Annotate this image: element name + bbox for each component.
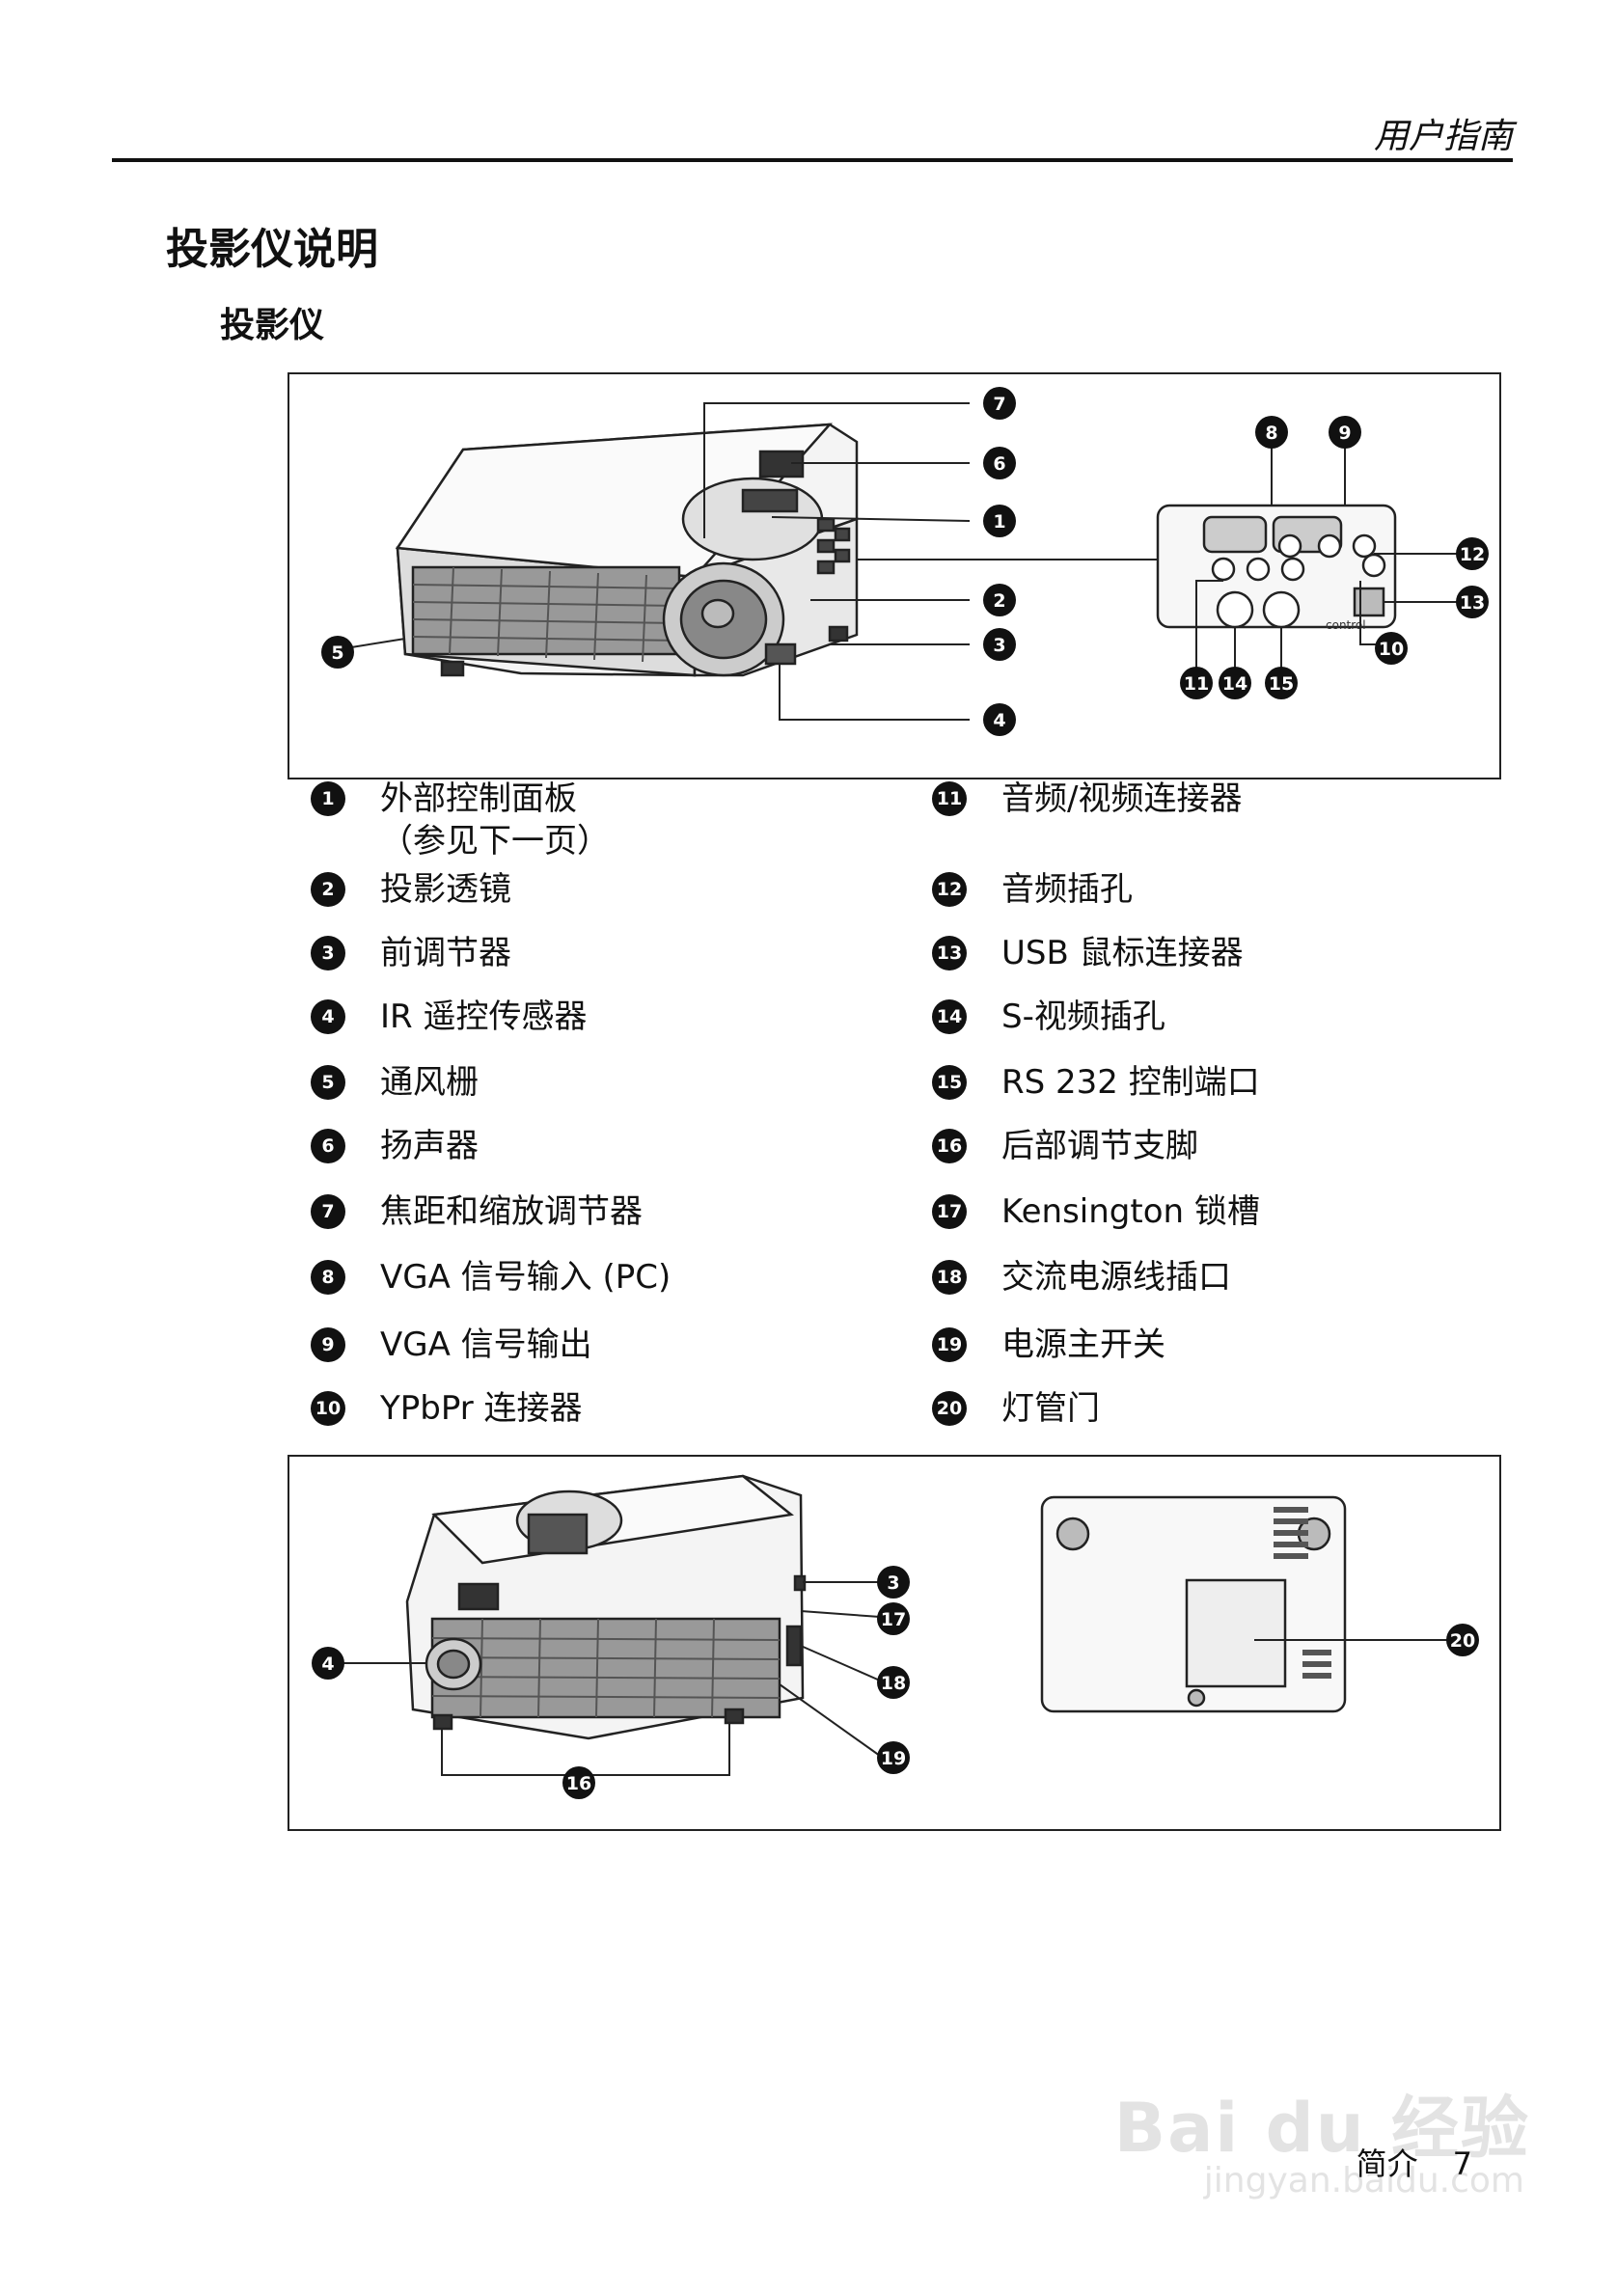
svg-text:1: 1 bbox=[993, 511, 1005, 533]
callout-3: 3 bbox=[983, 628, 1016, 661]
svg-text:15: 15 bbox=[1269, 673, 1294, 695]
svg-text:17: 17 bbox=[881, 1609, 906, 1630]
callout-17: 17 bbox=[877, 1602, 910, 1635]
page-number: 7 bbox=[1452, 2146, 1472, 2182]
projector-rear-bottom-figure: 3 17 18 19 4 16 20 bbox=[288, 1455, 1501, 1831]
footer-section: 简介 bbox=[1356, 2146, 1418, 2182]
callout-6: 6 bbox=[983, 447, 1016, 479]
svg-text:3: 3 bbox=[993, 635, 1005, 656]
svg-text:16: 16 bbox=[566, 1773, 591, 1794]
callout-20: 20 bbox=[1446, 1624, 1479, 1656]
watermark-url: jingyan.baidu.com bbox=[1203, 2161, 1524, 2200]
callout-1: 1 bbox=[983, 505, 1016, 537]
callout-4-rear: 4 bbox=[312, 1647, 344, 1680]
svg-text:3: 3 bbox=[887, 1572, 899, 1594]
svg-text:13: 13 bbox=[1460, 592, 1485, 614]
callout-4: 4 bbox=[983, 703, 1016, 736]
bottom-callouts: 3 17 18 19 4 16 20 bbox=[312, 1566, 1479, 1799]
svg-text:4: 4 bbox=[321, 1654, 334, 1675]
callout-10: 10 bbox=[1375, 632, 1408, 665]
svg-text:11: 11 bbox=[1184, 673, 1209, 695]
svg-text:9: 9 bbox=[1338, 423, 1351, 444]
callout-19: 19 bbox=[877, 1741, 910, 1774]
page-header: 用户指南 bbox=[112, 108, 1513, 162]
svg-text:19: 19 bbox=[881, 1748, 906, 1769]
callout-2: 2 bbox=[983, 584, 1016, 616]
projector-front-drawing: control 7 6 1 2 3 4 bbox=[321, 387, 1489, 736]
page-footer: 简介 7 bbox=[1322, 2140, 1472, 2184]
callout-9: 9 bbox=[1329, 416, 1361, 449]
svg-text:6: 6 bbox=[993, 453, 1005, 475]
svg-text:18: 18 bbox=[881, 1673, 906, 1694]
projector-body bbox=[395, 423, 859, 677]
subsection-title: 投影仪 bbox=[220, 306, 325, 345]
section-title: 投影仪说明 bbox=[166, 225, 378, 274]
svg-text:4: 4 bbox=[993, 710, 1005, 731]
projector-front-figure: control 7 6 1 2 3 4 bbox=[288, 372, 1501, 779]
svg-text:10: 10 bbox=[1379, 639, 1404, 660]
svg-text:14: 14 bbox=[1222, 673, 1247, 695]
callout-3-rear: 3 bbox=[877, 1566, 910, 1599]
header-guide-title: 用户指南 bbox=[1373, 117, 1513, 156]
callout-13: 13 bbox=[1456, 586, 1489, 618]
svg-text:20: 20 bbox=[1450, 1630, 1475, 1652]
callout-16: 16 bbox=[562, 1766, 595, 1799]
watermark-brand: Bai du 经验 bbox=[1113, 2089, 1530, 2168]
callout-5: 5 bbox=[321, 636, 354, 669]
callout-18: 18 bbox=[877, 1666, 910, 1699]
callout-8: 8 bbox=[1255, 416, 1288, 449]
rear-connector-panel: control bbox=[1156, 504, 1397, 632]
svg-text:2: 2 bbox=[993, 590, 1005, 612]
panel-control-label: control bbox=[1326, 618, 1366, 632]
svg-text:12: 12 bbox=[1460, 544, 1485, 565]
projector-underside bbox=[1040, 1495, 1347, 1713]
callout-11: 11 bbox=[1180, 667, 1213, 699]
svg-text:5: 5 bbox=[331, 642, 343, 664]
callout-14: 14 bbox=[1219, 667, 1251, 699]
top-callouts: 7 6 1 2 3 4 5 8 9 12 13 10 11 14 15 bbox=[321, 387, 1489, 736]
callout-7: 7 bbox=[983, 387, 1016, 420]
svg-text:7: 7 bbox=[993, 394, 1005, 415]
projector-rear-bottom-drawing: 3 17 18 19 4 16 20 bbox=[312, 1474, 1479, 1799]
callout-15: 15 bbox=[1265, 667, 1298, 699]
bottom-leader-lines bbox=[342, 1581, 1447, 1776]
svg-text:8: 8 bbox=[1265, 423, 1277, 444]
projector-rear-body bbox=[405, 1474, 807, 1740]
callout-12: 12 bbox=[1456, 537, 1489, 570]
